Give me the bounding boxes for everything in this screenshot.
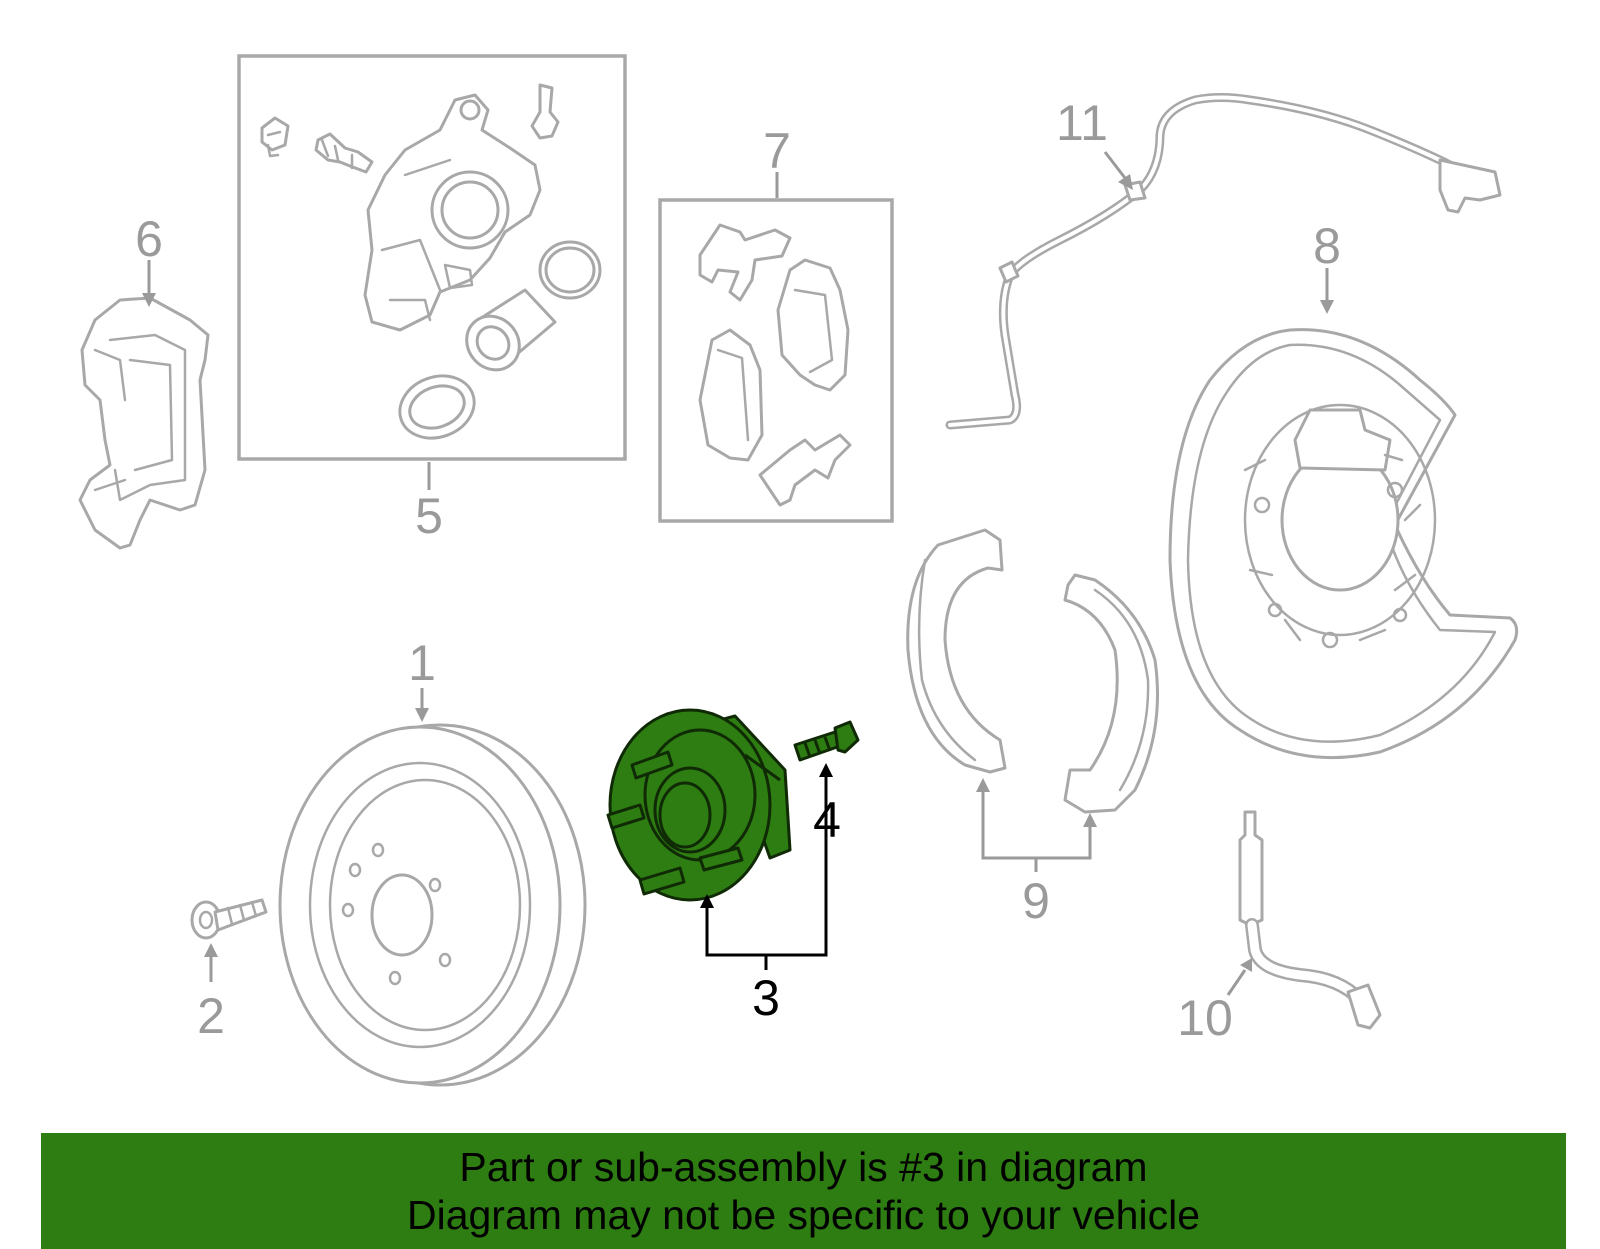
callout-10: 10 — [1177, 990, 1233, 1046]
banner-line-2: Diagram may not be specific to your vehi… — [406, 1192, 1200, 1238]
callout-2: 2 — [197, 988, 225, 1044]
callout-3: 3 — [752, 970, 780, 1026]
part-7-pad-kit[interactable] — [658, 198, 894, 523]
part-9-brake-shoes[interactable] — [906, 528, 1159, 814]
callout-8: 8 — [1313, 218, 1341, 274]
part-5-box — [237, 54, 627, 461]
part-3-hub-assembly[interactable] — [606, 708, 792, 902]
part-6-caliper-bracket[interactable] — [78, 296, 210, 550]
callout-4: 4 — [813, 792, 841, 848]
callout-9: 9 — [1022, 873, 1050, 929]
callout-6: 6 — [135, 211, 163, 267]
part-1-rotor[interactable] — [278, 723, 587, 1087]
callout-1: 1 — [408, 635, 436, 691]
part-5-caliper-kit[interactable] — [237, 54, 627, 461]
part-4-hub-bolt[interactable] — [793, 720, 860, 762]
callout-5: 5 — [415, 488, 443, 544]
part-11-abs-wire[interactable] — [945, 93, 1502, 430]
part-7-box — [658, 198, 894, 523]
banner-line-1: Part or sub-assembly is #3 in diagram — [459, 1144, 1148, 1190]
part-10-brake-hose[interactable] — [1238, 810, 1382, 1030]
part-2-screw[interactable] — [190, 898, 268, 940]
part-8-backing-plate[interactable] — [1168, 328, 1519, 760]
leader-lines — [142, 151, 1334, 996]
callout-11: 11 — [1056, 95, 1108, 151]
callout-7: 7 — [763, 123, 791, 179]
info-banner: Part or sub-assembly is #3 in diagram Di… — [41, 1133, 1566, 1249]
